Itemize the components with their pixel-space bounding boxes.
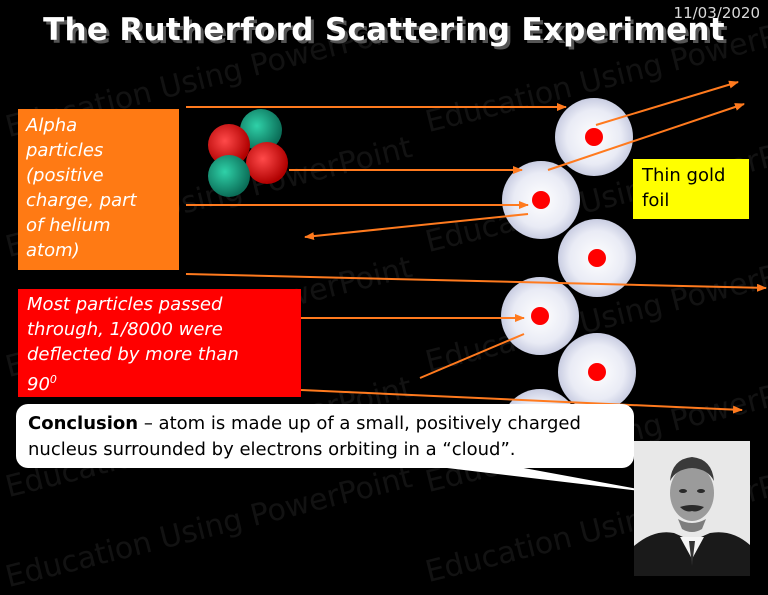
rutherford-portrait	[634, 441, 750, 576]
path-deflected	[419, 333, 525, 379]
neutron	[240, 109, 282, 151]
gold-nucleus	[585, 128, 603, 146]
conclusion-line: nucleus surrounded by electrons orbiting…	[28, 439, 516, 460]
path-deflected	[547, 103, 745, 171]
alpha-line: Alpha	[26, 115, 78, 136]
alpha-line: particles	[26, 140, 104, 161]
portrait-image	[634, 441, 750, 576]
deflection-line: through, 1/8000 were	[27, 319, 223, 340]
gold-foil-line: Thin gold	[642, 165, 726, 186]
path-deflected	[595, 80, 739, 126]
deflection-line: deflected by more than	[27, 344, 239, 365]
alpha-line: atom)	[26, 240, 80, 261]
gold-nucleus	[531, 307, 549, 325]
alpha-line: (positive	[26, 165, 104, 186]
gold-foil-label: Thin gold foil	[633, 159, 749, 219]
alpha-particles-label: Alpha particles (positive charge, part o…	[18, 109, 179, 270]
path-straight	[300, 389, 743, 414]
proton	[246, 142, 288, 184]
angle-value: 90	[27, 374, 50, 395]
angle-degree: 0	[49, 373, 57, 386]
deflection-note: Most particles passed through, 1/8000 we…	[18, 289, 301, 397]
proton	[208, 124, 250, 166]
path-backscattered	[304, 213, 529, 241]
gold-nucleus	[588, 363, 606, 381]
conclusion-line: – atom is made up of a small, positively…	[138, 413, 581, 434]
alpha-line: of helium	[26, 215, 111, 236]
gold-nucleus	[532, 191, 550, 209]
deflection-line: Most particles passed	[27, 294, 223, 315]
gold-foil-line: foil	[642, 190, 670, 211]
callout-tail	[380, 460, 665, 494]
conclusion-callout: Conclusion – atom is made up of a small,…	[16, 404, 634, 468]
particle-paths	[185, 80, 767, 414]
slide-date: 11/03/2020	[673, 4, 760, 22]
alpha-particle	[208, 109, 288, 197]
deflection-line: 900	[27, 367, 292, 397]
slide: Education Using PowerPoint Education Usi…	[2, 4, 768, 595]
path-straight	[185, 273, 767, 292]
conclusion-label: Conclusion	[28, 413, 139, 434]
gold-nucleus	[588, 249, 606, 267]
slide-title: The Rutherford Scattering Experiment	[43, 12, 725, 48]
neutron	[208, 155, 250, 197]
alpha-line: charge, part	[26, 190, 137, 211]
